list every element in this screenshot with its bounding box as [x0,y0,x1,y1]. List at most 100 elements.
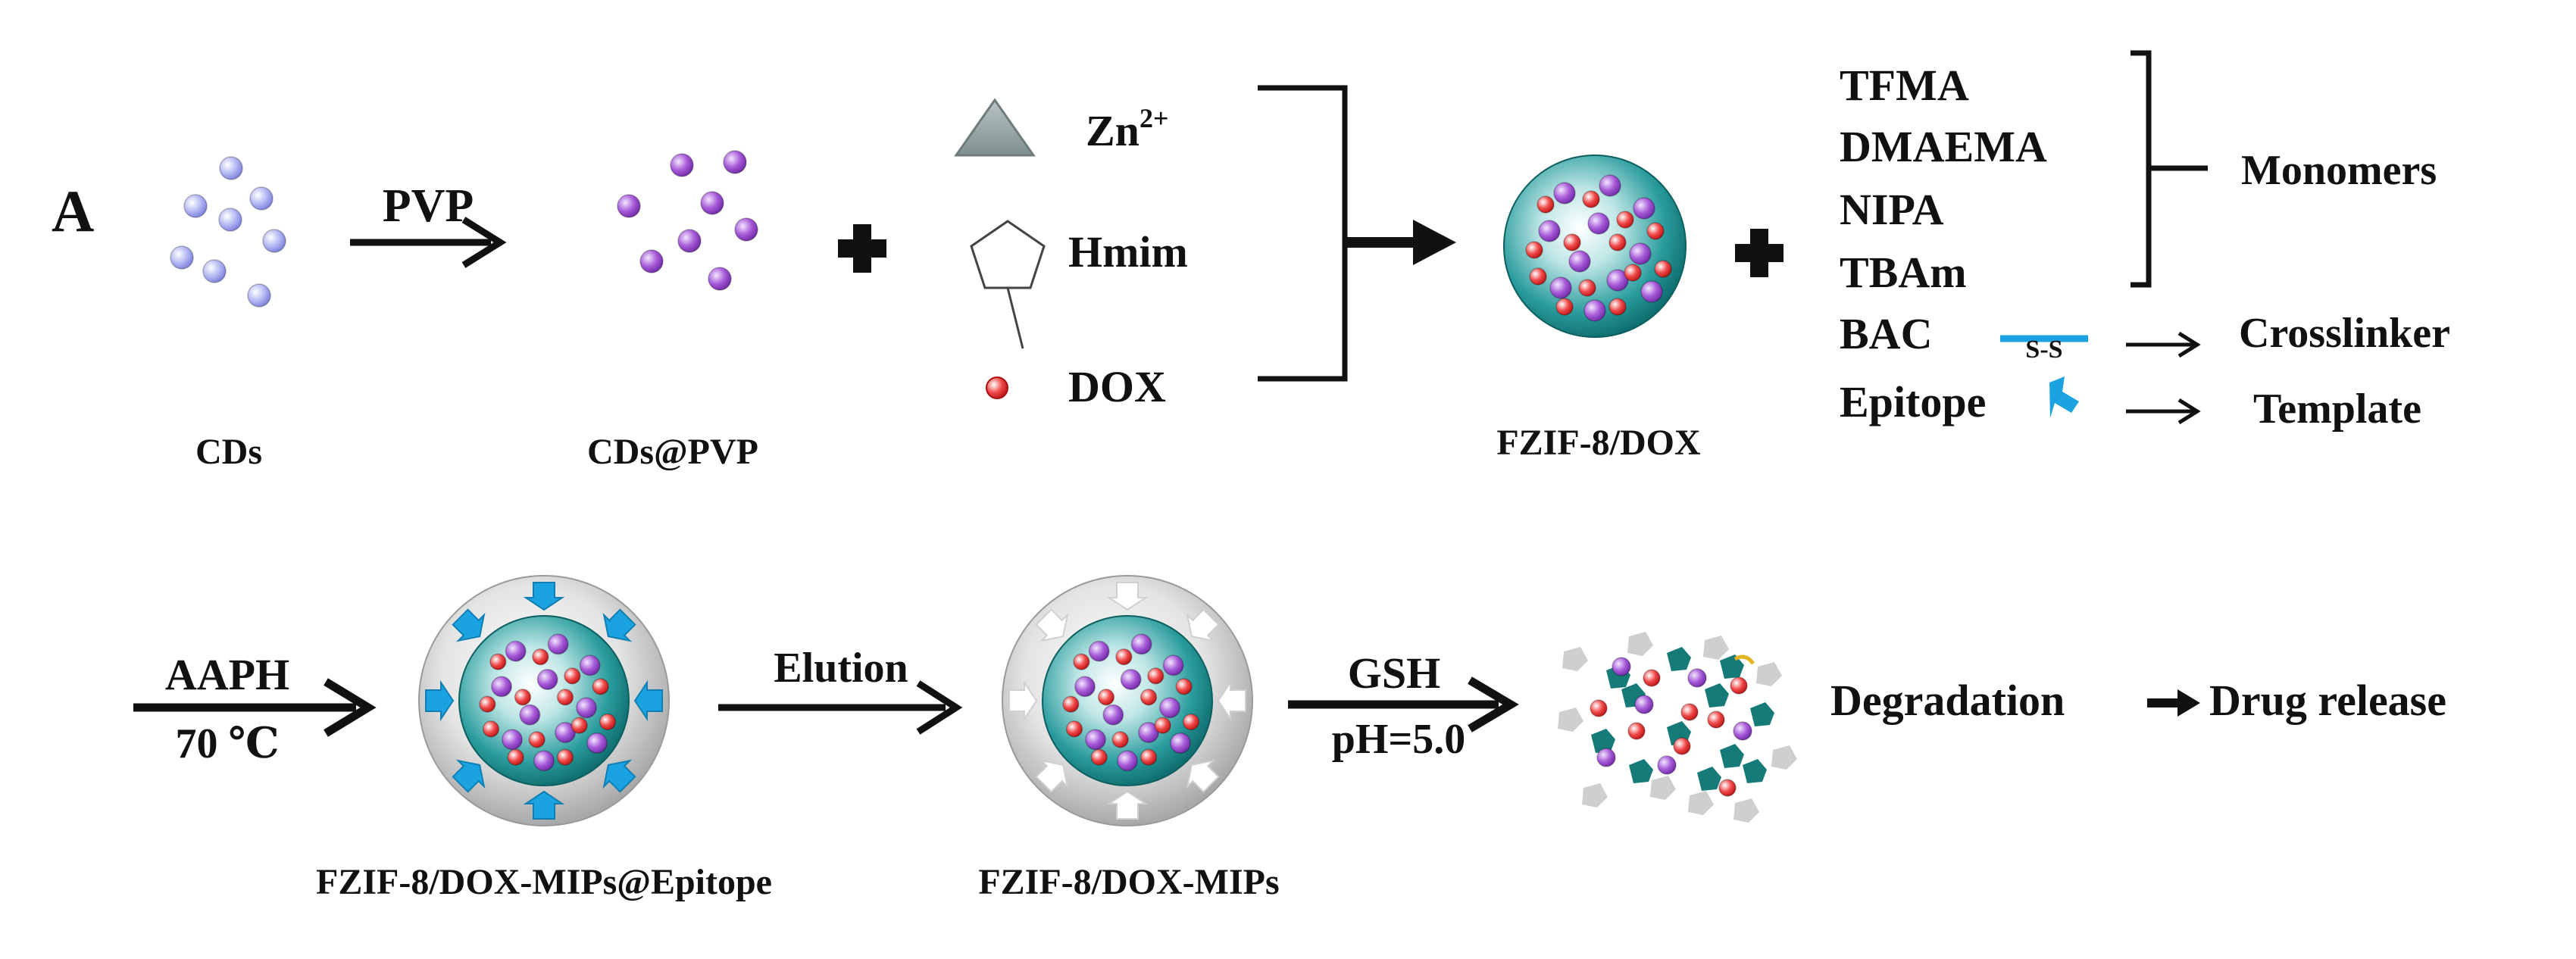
cd-particle [1130,633,1152,655]
cd-particle [1640,280,1663,303]
merge-bracket [1258,85,1456,382]
released-dox [1730,676,1748,695]
fzif8-dox-label: FZIF-8/DOX [1496,423,1701,463]
cd-particle [1633,197,1655,220]
cd-particle [262,229,286,253]
zif-fragment [1591,729,1615,753]
imprint-cavity-icon [1186,759,1220,793]
dox-particle [571,717,588,734]
monomers-label: Monomers [2241,147,2437,194]
aaph-arrow [133,678,377,737]
zif-fragment [1720,654,1744,679]
zn-triangle-icon [954,98,1036,157]
epitope-icon [523,790,565,820]
cd-particle [1538,220,1561,242]
dox-particle [1090,748,1108,766]
elution-label: Elution [774,645,908,692]
zif-fragment [1629,759,1653,783]
cds-pvp-label: CDs@PVP [587,432,758,472]
release-arrow [2147,689,2200,717]
dox-particle [1111,731,1129,748]
cd-particle [1583,299,1606,322]
cd-particle [555,722,576,743]
cd-pvp-particle [723,150,747,174]
epitope-label: Epitope [1840,377,1986,426]
dox-particle [1582,190,1600,208]
released-cd [1687,668,1707,688]
dox-particle [1616,211,1634,229]
cds-pvp-particles [617,150,758,291]
degradation-label: Degradation [1830,676,2065,725]
pvp-arrow [350,217,507,268]
dox-particle [482,720,500,738]
zn-label: Zn2+ [1086,103,1168,155]
zif-fragment [1743,759,1767,783]
cd-particle [536,669,558,690]
dox-particle [592,678,609,695]
cd-particle [247,283,271,308]
dox-particle-icon [986,376,1008,399]
cd-particle [1549,276,1572,299]
cd-particle [1629,242,1652,265]
dox-particle [528,731,546,748]
dox-particle [1608,233,1627,251]
cd-particle [170,245,194,270]
zif-fragment [1697,767,1721,791]
released-cd [1634,695,1654,714]
fzif8-dox-particle [1503,155,1687,338]
cd-pvp-particle [677,229,702,253]
cds-particles [170,156,286,308]
dox-particle [514,689,532,706]
released-dox [1673,737,1691,755]
dox-particle [1537,195,1555,214]
plus-icon-2 [1735,229,1784,277]
released-dox [1627,722,1646,740]
pvp-label: PVP [383,180,474,232]
template-arrow [2126,398,2201,425]
dox-particle [1073,653,1090,670]
dox-particle [1646,222,1665,240]
dox-particle [1525,241,1543,259]
shell-fragment [1733,798,1759,823]
cd-particle [547,633,569,655]
cd-particle [183,194,208,218]
panel-label: A [52,178,94,244]
released-dox [1707,711,1725,729]
shell-fragment [1771,745,1797,770]
dox-particle [1097,689,1115,706]
dox-label: DOX [1068,362,1166,411]
mips-label: FZIF-8/DOX-MIPs [978,862,1279,902]
cd-particle [579,654,601,676]
dox-particle [479,695,496,713]
mips-particle [1002,575,1253,826]
cd-particle [1162,654,1184,676]
cds-label: CDs [195,432,262,472]
epitope-icon [452,759,486,793]
epitope-icon [602,759,636,793]
released-cd [1657,755,1677,775]
monomers-bracket [2131,50,2208,288]
imprint-cavity-icon [1186,608,1220,642]
hmim-label: Hmim [1068,227,1188,276]
released-cd [1612,657,1631,676]
cd-pvp-particle [670,153,694,177]
monomer-tbam: TBAm [1840,248,1967,297]
aaph-label: AAPH [165,650,289,699]
shell-fragment [1627,632,1653,656]
cd-particle [491,676,512,698]
cd-particle [1568,250,1591,273]
dox-particle [532,648,549,666]
epitope-icon [523,582,565,611]
dox-particle [507,748,524,766]
imprint-cavity-icon [1106,582,1149,611]
monomer-dmaema: DMAEMA [1840,122,2047,171]
zif-fragment [1705,683,1729,708]
dox-particle [1555,298,1574,316]
cd-particle [1117,750,1138,772]
shell-fragment [1703,636,1729,660]
cd-particle [1138,722,1159,743]
dox-particle [1140,748,1158,766]
ph-label: pH=5.0 [1332,716,1466,763]
released-dox [1643,669,1661,687]
zif-fragment [1667,647,1691,671]
